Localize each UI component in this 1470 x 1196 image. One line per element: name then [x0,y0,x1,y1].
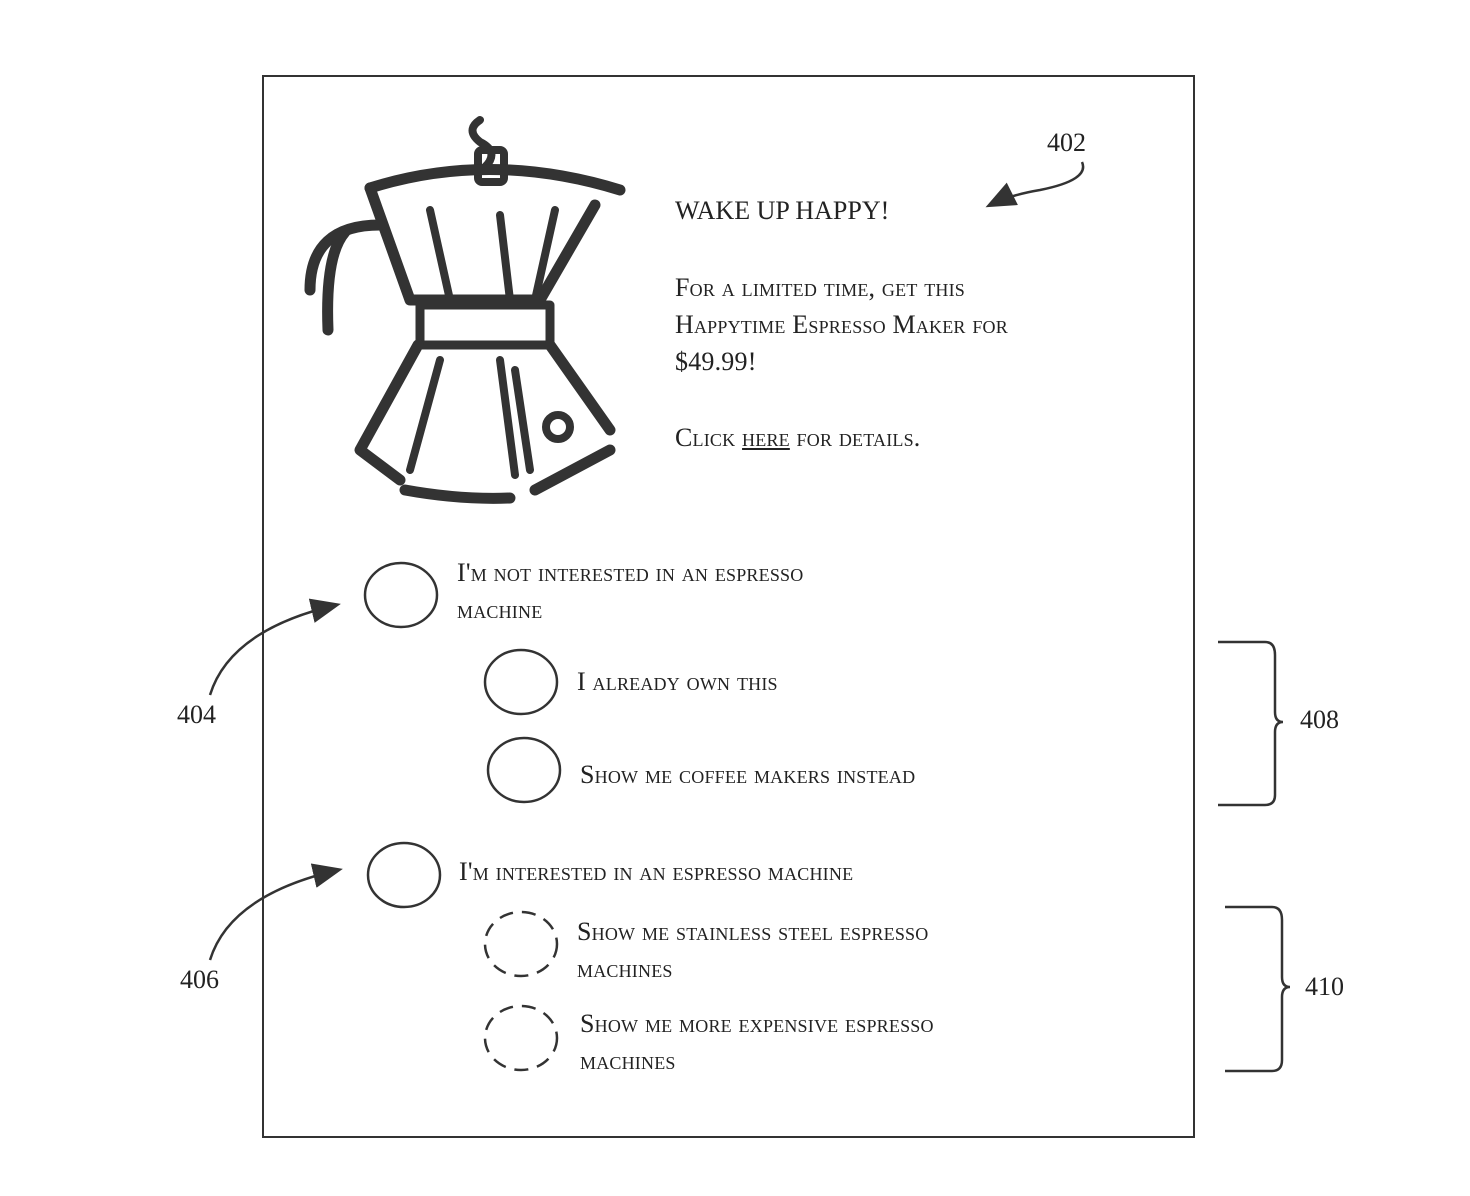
espresso-maker-icon [304,116,626,504]
option-label: I'm not interested in an espresso [457,558,804,587]
ref-402: 402 [1047,128,1086,157]
option-label: machine [457,595,543,624]
ad-body-line: Happytime Espresso Maker for [675,310,1008,339]
radio-stainless-steel[interactable] [483,910,559,978]
ad-price: $49.99! [675,347,757,376]
ad-body-line: For a limited time, get this [675,273,966,302]
cta-prefix: Click [675,423,736,452]
radio-interested[interactable] [366,841,442,909]
ad-headline: WAKE UP HAPPY! [675,196,890,225]
ref-408: 408 [1300,705,1339,734]
option-label: machines [577,954,673,983]
option-label: I'm interested in an espresso machine [459,857,854,886]
ref-410: 410 [1305,972,1344,1001]
bracket-408 [1218,640,1284,807]
option-label: Show me stainless steel espresso [577,917,929,946]
arrow-402 [985,161,1085,208]
details-link[interactable]: here [742,423,790,452]
cta-suffix: for details. [796,423,921,452]
option-label: machines [580,1046,676,1075]
radio-not-interested[interactable] [363,561,439,629]
arrow-406 [208,863,343,961]
radio-more-expensive[interactable] [483,1004,559,1072]
arrow-404 [208,598,341,696]
ad-panel-frame [262,75,1195,1138]
ref-404: 404 [177,700,216,729]
option-label: Show me coffee makers instead [580,760,916,789]
radio-already-own[interactable] [483,648,559,716]
ref-406: 406 [180,965,219,994]
ad-cta: Click here for details. [675,419,921,456]
radio-coffee-makers[interactable] [486,736,562,804]
bracket-410 [1225,905,1291,1073]
option-label: I already own this [577,667,778,696]
option-label: Show me more expensive espresso [580,1009,934,1038]
